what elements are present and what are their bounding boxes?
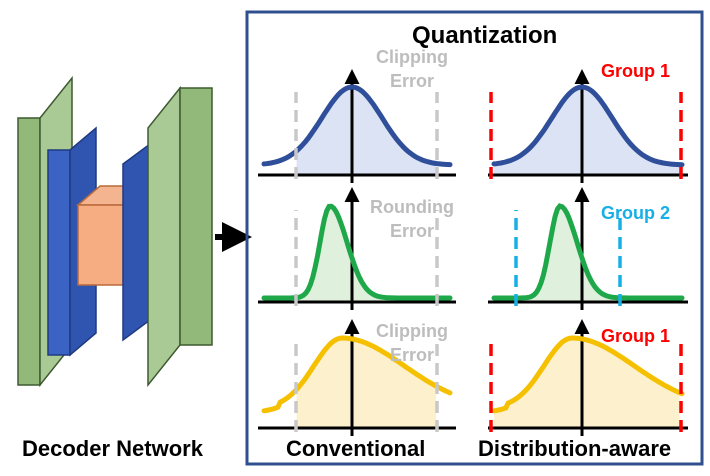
- row3-conventional-fill-area: [296, 338, 437, 428]
- row2-conventional-fill-area: [296, 206, 437, 302]
- row1-conventional-fill-area: [296, 87, 437, 175]
- row1-error-line1: Clipping: [376, 47, 448, 67]
- column-label-conventional: Conventional: [286, 436, 426, 461]
- left-blue-block: [47, 126, 97, 357]
- quantization-frame: [245, 10, 704, 466]
- decoder-network-label: Decoder Network: [22, 436, 203, 461]
- row2-error-line2: Error: [389, 221, 434, 241]
- row1-error-line2: Error: [389, 71, 434, 91]
- right-green-block: [147, 85, 213, 388]
- quantization-plots: [258, 69, 688, 436]
- column-label-distribution-aware: Distribution-aware: [478, 436, 672, 461]
- row2-error-line1: Rounding: [370, 197, 454, 217]
- row2-error-label: Rounding Error: [360, 198, 464, 240]
- row3-group-label: Group 1: [601, 326, 671, 346]
- row3-error-line2: Error: [389, 345, 434, 365]
- quantization-title: Quantization: [412, 22, 558, 49]
- decoder-network-graphic: [17, 75, 213, 388]
- row1-group-label: Group 1: [601, 61, 671, 81]
- row1-distribution-aware-fill-area: [494, 87, 680, 175]
- row3-distribution-aware-distribution-curve: [491, 335, 685, 414]
- row1-error-label: Clipping Error: [362, 48, 462, 90]
- row2-distribution-aware-distribution-curve: [491, 203, 685, 301]
- row3-distribution-aware-fill-area: [494, 338, 680, 428]
- row1-distribution-aware-distribution-curve: [491, 84, 685, 168]
- row3-error-label: Clipping Error: [362, 322, 462, 364]
- row2-group-label: Group 2: [601, 203, 671, 223]
- row3-error-line1: Clipping: [376, 321, 448, 341]
